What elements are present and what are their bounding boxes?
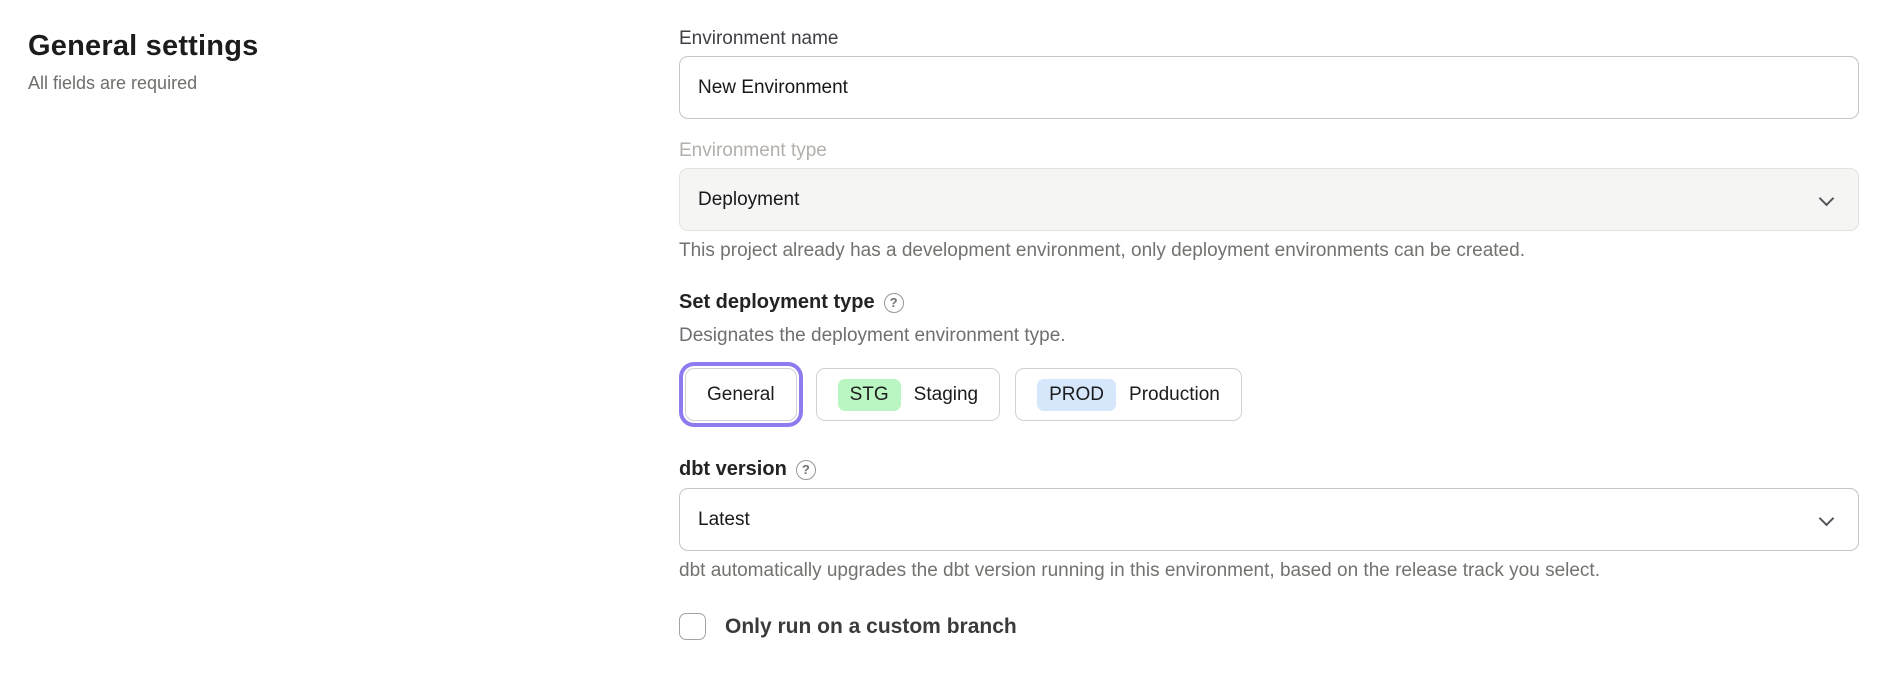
help-icon[interactable]: ? <box>883 292 904 313</box>
deployment-type-general-button[interactable]: General <box>685 368 797 421</box>
deployment-type-options: General STG Staging PROD Production <box>679 361 1859 428</box>
dbt-version-helper: dbt automatically upgrades the dbt versi… <box>679 560 1600 581</box>
environment-type-helper: This project already has a development e… <box>679 240 1525 261</box>
environment-settings-form: Environment name Environment type Deploy… <box>679 28 1859 640</box>
deployment-type-production-button[interactable]: PROD Production <box>1015 368 1242 421</box>
deployment-type-general-label: General <box>707 383 775 405</box>
environment-type-label: Environment type <box>679 140 827 161</box>
production-badge: PROD <box>1037 378 1117 411</box>
environment-name-label: Environment name <box>679 28 839 49</box>
custom-branch-checkbox[interactable] <box>679 613 706 640</box>
dbt-version-title: dbt version <box>679 458 787 480</box>
deployment-type-production-label: Production <box>1129 383 1220 405</box>
custom-branch-row: Only run on a custom branch <box>679 613 1859 640</box>
staging-badge: STG <box>837 378 901 411</box>
deployment-type-staging-label: Staging <box>913 383 979 405</box>
dbt-version-select[interactable]: Latest <box>679 488 1859 551</box>
chevron-down-icon <box>1818 192 1834 208</box>
chevron-down-icon <box>1818 512 1834 528</box>
page-title: General settings <box>28 30 259 62</box>
deployment-type-title: Set deployment type <box>679 291 875 313</box>
help-icon[interactable]: ? <box>795 459 816 480</box>
environment-name-input[interactable] <box>679 56 1859 119</box>
deployment-type-staging-button[interactable]: STG Staging <box>815 368 1001 421</box>
deployment-type-description: Designates the deployment environment ty… <box>679 325 1066 346</box>
page-subtitle: All fields are required <box>28 73 198 93</box>
dbt-version-value: Latest <box>698 508 750 530</box>
environment-type-select: Deployment <box>679 168 1859 231</box>
environment-type-value: Deployment <box>698 188 800 210</box>
settings-intro: General settings All fields are required <box>28 30 548 94</box>
custom-branch-label[interactable]: Only run on a custom branch <box>725 614 1017 638</box>
